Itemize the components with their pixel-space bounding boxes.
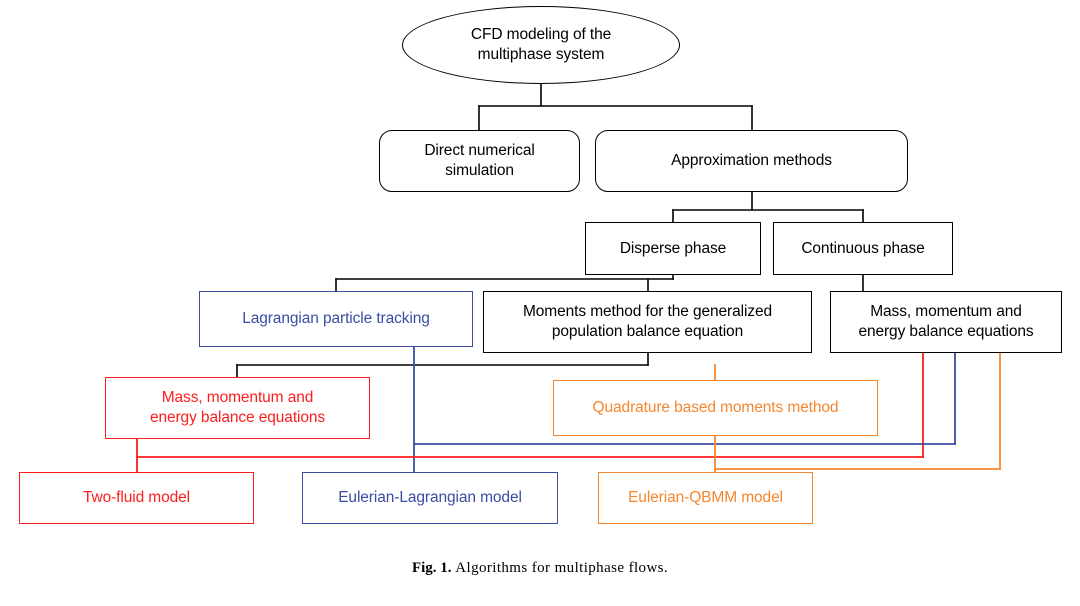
node-label: Direct numerical simulation [424,142,535,179]
node-approximation-methods[interactable]: Approximation methods [595,130,908,192]
node-label: CFD modeling of the multiphase system [470,26,612,63]
node-disperse-balance-equations[interactable]: Mass, momentum and energy balance equati… [105,377,370,439]
node-two-fluid-model[interactable]: Two-fluid model [19,472,254,524]
node-label: Two-fluid model [82,489,191,507]
node-quadrature-based-moments-method[interactable]: Quadrature based moments method [553,380,878,436]
node-label: Eulerian-QBMM model [628,489,783,507]
figure-caption-text: Algorithms for multiphase flows. [455,560,669,576]
node-eulerian-lagrangian-model[interactable]: Eulerian-Lagrangian model [302,472,558,524]
node-continuous-balance-equations[interactable]: Mass, momentum and energy balance equati… [830,291,1062,353]
node-continuous-phase[interactable]: Continuous phase [773,222,953,275]
node-label: Lagrangian particle tracking [242,310,430,328]
node-label: Mass, momentum and energy balance equati… [149,389,326,426]
node-lagrangian-particle-tracking[interactable]: Lagrangian particle tracking [199,291,473,347]
node-eulerian-qbmm-model[interactable]: Eulerian-QBMM model [598,472,813,524]
node-direct-numerical-simulation[interactable]: Direct numerical simulation [379,130,580,192]
node-label: Quadrature based moments method [592,399,839,417]
figure-caption: Fig. 1. Algorithms for multiphase flows. [0,560,1080,577]
node-label: Continuous phase [801,239,925,257]
node-label: Mass, momentum and energy balance equati… [858,303,1034,340]
node-label: Approximation methods [671,152,832,170]
node-label: Eulerian-Lagrangian model [338,489,522,507]
node-label: Disperse phase [619,239,727,257]
figure-caption-label: Fig. 1. [411,560,452,576]
node-cfd-modeling-root[interactable]: CFD modeling of the multiphase system [402,6,680,84]
node-moments-method-generalized-pbe[interactable]: Moments method for the generalized popul… [483,291,812,353]
node-label: Moments method for the generalized popul… [522,303,773,340]
node-disperse-phase[interactable]: Disperse phase [585,222,761,275]
